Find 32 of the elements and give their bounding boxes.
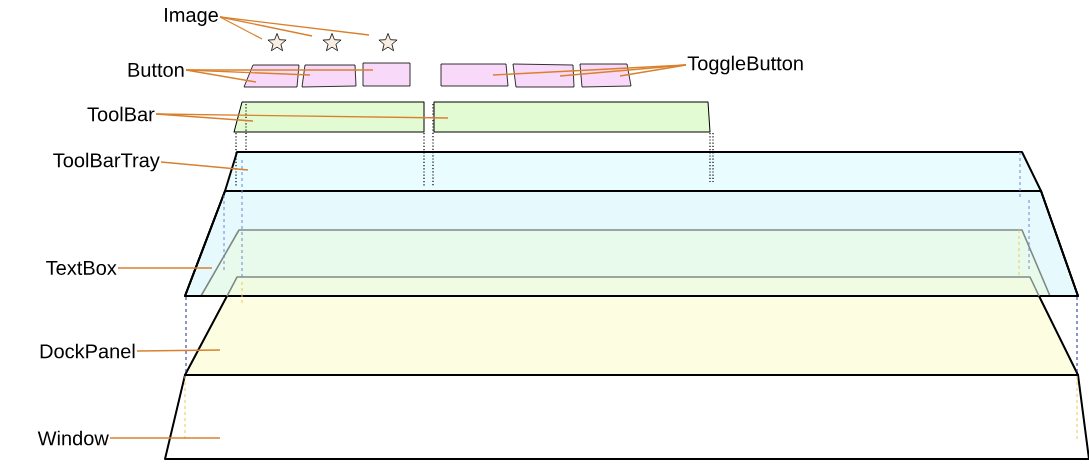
leader-line [136, 349, 221, 352]
toolbar-panel [233, 101, 425, 133]
part-label: DockPanel [40, 343, 135, 359]
leader-line [219, 16, 370, 36]
leader-line [155, 113, 449, 119]
part-label: ToggleButton [687, 55, 803, 75]
leader-line [109, 437, 221, 439]
window-plane [164, 374, 1089, 460]
button-box [301, 64, 357, 88]
leader-line [219, 16, 263, 40]
part-label: ToolBarTray [53, 152, 160, 172]
star-icon [267, 33, 287, 52]
button-box [362, 62, 411, 87]
star-icon [378, 33, 398, 52]
star-icon [322, 33, 342, 52]
leader-line [559, 64, 687, 77]
part-label: Image [165, 8, 218, 26]
leader-line [117, 267, 213, 269]
leader-line [185, 69, 374, 71]
part-label: ToolBar [87, 106, 155, 122]
toggle-button-box [440, 63, 509, 87]
toggle-button-box [512, 63, 575, 88]
dock-panel-plane [184, 276, 1079, 376]
tray-plane [224, 151, 1042, 192]
part-label: Button [128, 63, 184, 77]
textbox-plane [184, 190, 1079, 297]
leader-line [619, 64, 687, 77]
leader-line [160, 161, 249, 171]
part-label: TextBox [46, 261, 117, 275]
part-label: Window [37, 430, 109, 446]
toolbar-panel [433, 101, 711, 133]
leader-line [492, 64, 687, 76]
